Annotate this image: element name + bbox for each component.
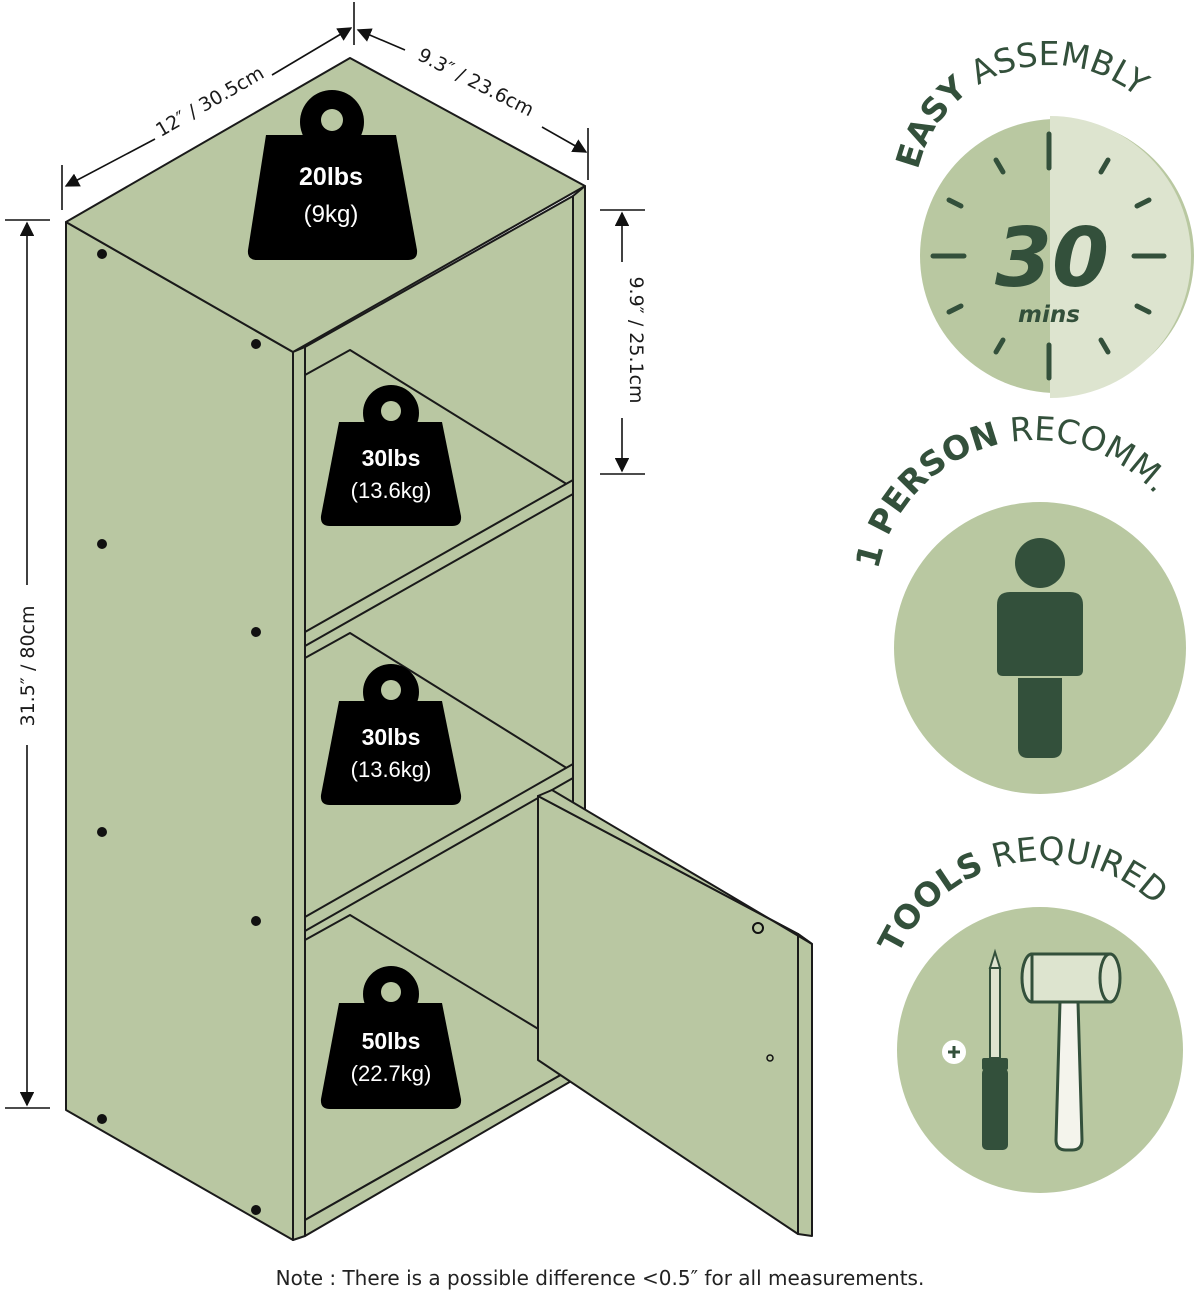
hammer-icon	[1020, 952, 1122, 1152]
tools-circle	[897, 907, 1183, 1193]
tools-required-badge: TOOLS REQUIRED	[870, 829, 1183, 1193]
one-person-badge: 1 PERSON RECOMM.	[848, 409, 1186, 794]
measurement-note: Note : There is a possible difference <0…	[275, 1266, 925, 1290]
person-icon	[997, 538, 1083, 758]
door-top-edge	[537, 789, 813, 945]
side-panel	[65, 221, 294, 1241]
assembly-minutes-number: 30	[995, 211, 1109, 306]
weight-icon-shelf-1: 30lbs (13.6kg)	[320, 385, 462, 526]
weight-label-lbs: 30lbs	[362, 724, 421, 750]
front-edge	[292, 346, 306, 1241]
weight-label-kg: (9kg)	[304, 201, 359, 228]
screw-holes	[97, 249, 774, 1215]
shelf-2	[304, 763, 574, 932]
clock-icon	[930, 131, 1167, 381]
weight-label-lbs: 50lbs	[362, 1028, 421, 1054]
weight-icon-shelf-2: 30lbs (13.6kg)	[320, 664, 462, 805]
assembly-minutes-unit: mins	[1018, 302, 1080, 328]
door-edge	[797, 933, 813, 1237]
shelf-1	[304, 479, 574, 647]
screwdriver-icon	[942, 948, 1008, 1150]
dimension-lines	[5, 2, 645, 1109]
interior-line	[304, 349, 574, 489]
weight-icon-bottom: 50lbs (22.7kg)	[320, 966, 462, 1109]
bookcase-illustration	[65, 57, 813, 1241]
weight-label-lbs: 30lbs	[362, 445, 421, 471]
weight-icon-top: 20lbs (9kg)	[247, 90, 418, 260]
total-height-dimension-label: 31.5″ / 80cm	[17, 605, 39, 726]
weight-label-kg: (13.6kg)	[351, 478, 432, 503]
interior-line	[304, 914, 541, 1031]
weight-label-lbs: 20lbs	[299, 163, 363, 191]
shelf-height-dimension-label: 9.9″ / 25.1cm	[625, 276, 647, 403]
weight-label-kg: (13.6kg)	[351, 757, 432, 782]
clock-remaining-half	[1050, 116, 1191, 398]
interior-line	[304, 632, 574, 773]
easy-assembly-badge: EASY ASSEMBLY 30 mins	[888, 34, 1194, 398]
weight-label-kg: (22.7kg)	[351, 1061, 432, 1086]
